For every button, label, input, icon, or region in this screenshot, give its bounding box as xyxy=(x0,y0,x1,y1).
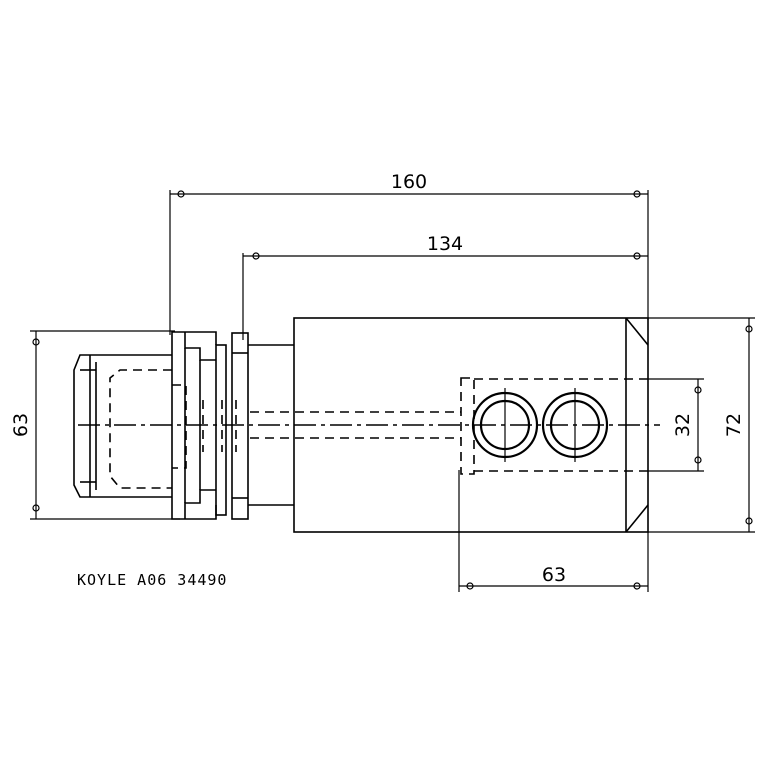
dimension-bottom-width: 63 xyxy=(458,470,649,592)
dimension-overall-length: 160 xyxy=(169,171,649,335)
dimension-134-label: 134 xyxy=(427,233,463,255)
flange-rings xyxy=(202,332,294,520)
internal-bore-hidden xyxy=(250,377,648,475)
drawing-note: KOYLE A06 34490 xyxy=(77,571,227,589)
dimension-port-spacing: 32 xyxy=(648,378,704,472)
dimension-body-length: 134 xyxy=(242,233,648,340)
dimension-160-label: 160 xyxy=(391,171,427,193)
dimension-72-label: 72 xyxy=(723,413,745,437)
dimension-bottom-63-label: 63 xyxy=(542,564,566,586)
dimension-left-63-label: 63 xyxy=(10,413,32,437)
dimension-body-height: 72 xyxy=(648,317,755,533)
dimension-32-label: 32 xyxy=(672,413,694,437)
dimension-left-diameter: 63 xyxy=(10,330,180,520)
